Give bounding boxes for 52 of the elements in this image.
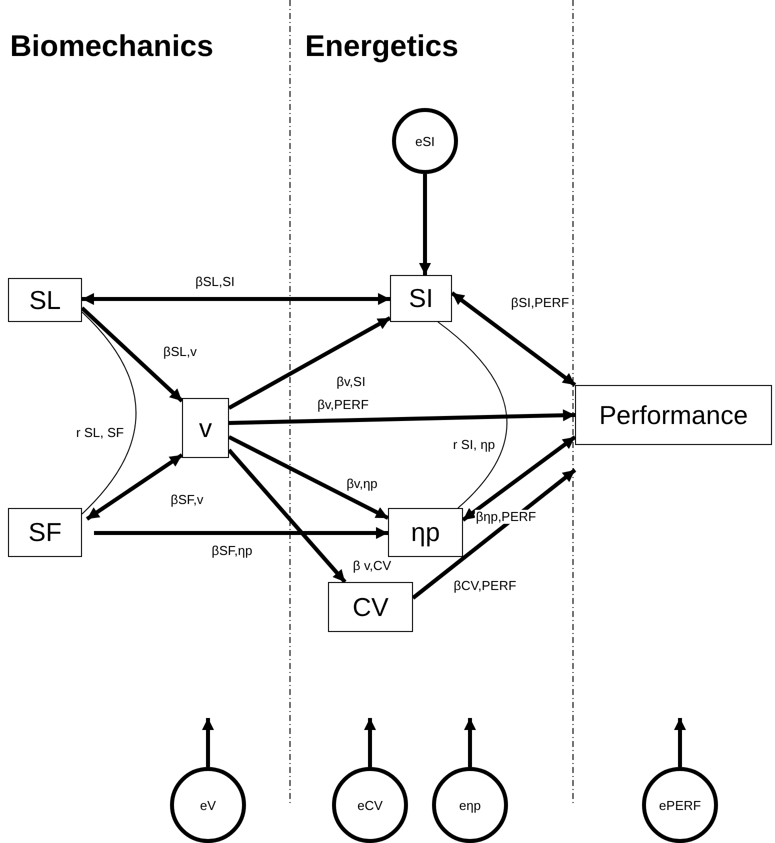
variable-box: [182, 398, 229, 458]
path-arrow: [202, 718, 214, 767]
path-arrow: [80, 306, 184, 402]
variable-box: [8, 278, 82, 322]
variable-box: [328, 582, 413, 632]
node-label: eV: [200, 798, 216, 812]
path-arrow: [228, 448, 346, 584]
section-heading: Biomechanics: [10, 30, 214, 64]
node-label: Performance: [599, 400, 748, 430]
node-label: SL: [29, 284, 61, 316]
path-arrow: [674, 718, 686, 767]
path-arrow: [450, 291, 576, 387]
path-arrow: [419, 174, 431, 275]
path-arrow: [228, 409, 576, 425]
node-label: eηp: [459, 798, 481, 812]
edge-label: βSI,PERF: [510, 296, 570, 310]
variable-box: [388, 508, 463, 557]
variable-box: [8, 508, 82, 557]
edge-label: βv,SI: [336, 374, 366, 390]
edge-label: r SI, ηp: [452, 438, 496, 452]
node-label: CV: [352, 592, 389, 622]
node-label: ηp: [411, 517, 440, 548]
node-label: SF: [28, 517, 62, 548]
edge-label: βv,ηp: [345, 476, 379, 492]
correlation-curve: [82, 312, 136, 514]
edge-label: βv,PERF: [316, 398, 370, 412]
variable-box: [390, 275, 452, 322]
path-arrow: [364, 718, 376, 767]
section-heading: Energetics: [305, 30, 458, 64]
path-arrow: [464, 718, 476, 767]
edge-label: βSF,ηp: [210, 544, 254, 558]
path-arrow: [86, 453, 184, 521]
path-arrow: [228, 435, 389, 520]
node-label: eCV: [357, 798, 383, 812]
node-label: eSI: [415, 134, 435, 148]
edge-label: βηp,PERF: [474, 510, 538, 524]
node-label: SI: [408, 283, 434, 314]
edge-label: βSL,v: [162, 344, 198, 360]
edge-label: β v,CV: [352, 558, 392, 574]
path-arrow: [412, 468, 576, 600]
path-arrow: [94, 527, 388, 539]
edge-label: βSF,v: [170, 492, 204, 508]
edge-label: βSL,SI: [194, 274, 236, 290]
variable-box: [575, 385, 772, 445]
path-arrow: [228, 316, 391, 410]
path-arrow: [462, 435, 576, 522]
path-arrow: [82, 293, 390, 305]
edge-label: βCV,PERF: [452, 578, 518, 594]
edge-label: r SL, SF: [75, 426, 125, 440]
node-label: ePERF: [659, 798, 701, 812]
node-label: v: [199, 412, 212, 444]
correlation-curve: [438, 322, 508, 508]
